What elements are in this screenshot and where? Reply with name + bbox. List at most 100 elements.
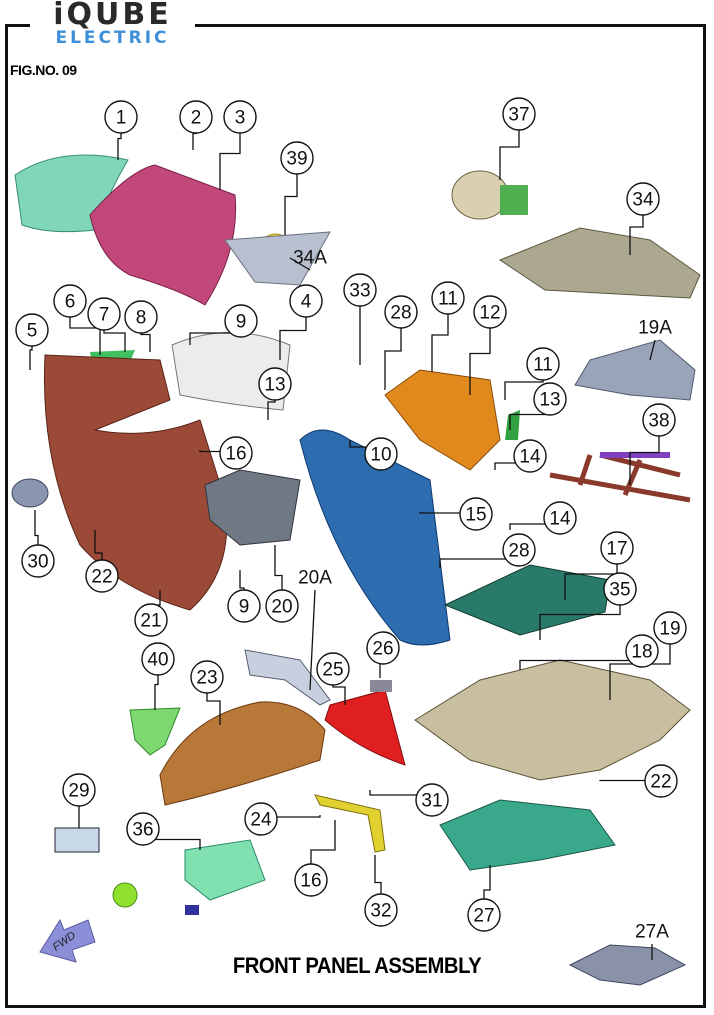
callout-circle [294,863,328,897]
callout-9: 9 [189,304,258,345]
part-37-bracket [500,185,528,215]
callout-5: 5 [15,313,49,370]
part-30-horn [11,478,49,508]
callout-13: 13 [509,382,567,430]
callout-11: 11 [431,281,465,372]
callout-16: 16 [199,436,253,470]
figure-number: FIG.NO. 09 [10,62,77,78]
callout-number: 13 [264,375,285,396]
part-label: 27A [635,922,669,943]
callout-20: 20 [265,545,299,623]
callout-circle [653,611,687,645]
callout-24: 24 [244,802,321,836]
callout-22: 22 [85,530,119,593]
callout-number: 31 [421,791,442,812]
callout-9: 9 [227,570,261,623]
callout-circle [467,898,501,932]
part-label: 34A [293,248,327,269]
callout-number: 40 [147,650,168,671]
callout-number: 29 [68,781,89,802]
leader-line [469,312,491,395]
callout-number: 17 [606,539,627,560]
part-label: 20A [298,568,332,589]
part-label: 19A [638,318,672,339]
callout-circle [603,572,637,606]
part-29-label [54,827,100,853]
callout-number: 8 [136,308,147,329]
leader-line [649,339,656,361]
callout-27: 27 [467,865,501,932]
callout-25: 25 [316,652,350,705]
callout-circle [600,531,634,565]
part-36-connector [112,882,138,908]
callout-circle [62,773,96,807]
callout-number: 3 [235,108,246,129]
callout-number: 9 [236,312,247,333]
callout-28: 28 [439,533,536,568]
callout-10: 10 [349,437,398,471]
callout-circle [219,436,253,470]
callout-number: 28 [508,541,529,562]
part-17-battery-cover [443,564,611,636]
leader-line [289,257,311,271]
callout-circle [227,589,261,623]
callout-number: 34 [632,190,654,211]
callout-circle [431,281,465,315]
callout-circle [502,533,536,567]
callout-circle [289,284,323,318]
callout-circle [502,97,536,131]
callout-14: 14 [494,439,547,473]
callout-1: 1 [104,100,138,160]
leader-line [431,298,449,372]
callout-number: 16 [300,871,321,892]
callout-circle [265,589,299,623]
callout-circle [258,367,292,401]
callout-circle [459,497,493,531]
callout-circle [644,764,678,798]
callout-circle [533,382,567,416]
logo-sub: ELECTRIC [55,28,170,48]
part-19-floor-frame [414,659,691,781]
callout-circle [244,802,278,836]
fwd-arrow-icon [39,918,96,963]
callout-number: 28 [390,303,411,324]
callout-number: 1 [116,108,127,129]
callout-number: 12 [479,303,500,324]
callout-circle [87,297,121,331]
callout-number: 22 [91,567,112,588]
callout-number: 16 [225,444,246,465]
callout-13: 13 [258,367,292,420]
callout-circle [473,295,507,329]
leader-line [219,117,241,190]
callout-8: 8 [124,300,158,352]
part-27-under-cover [439,799,616,871]
callout-31: 31 [369,783,449,817]
callout-number: 25 [322,660,343,681]
callout-14: 14 [509,501,577,535]
callout-40: 40 [141,642,175,710]
callout-34: 34 [626,182,660,255]
callout-2: 2 [179,100,213,150]
callout-6: 6 [53,284,101,355]
callout-circle [415,783,449,817]
leader-line [284,158,298,235]
callout-15: 15 [419,497,493,531]
part-36-controller [184,839,266,901]
callout-circle [223,100,257,134]
part-26-bracket [370,680,392,692]
callout-3: 3 [219,100,257,190]
callout-number: 13 [539,390,560,411]
callout-number: 38 [648,411,669,432]
callout-number: 30 [27,552,48,573]
iqube-logo: iQUBE ELECTRIC [30,0,195,48]
part-19A-plate [574,339,696,401]
callout-circle [134,603,168,637]
callout-7: 7 [87,297,126,352]
callout-circle [124,300,158,334]
callout-23: 23 [190,660,224,725]
callout-number: 21 [140,611,161,632]
callout-number: 19 [659,619,680,640]
callout-circle [513,439,547,473]
part-34-floor-mat [498,227,701,299]
